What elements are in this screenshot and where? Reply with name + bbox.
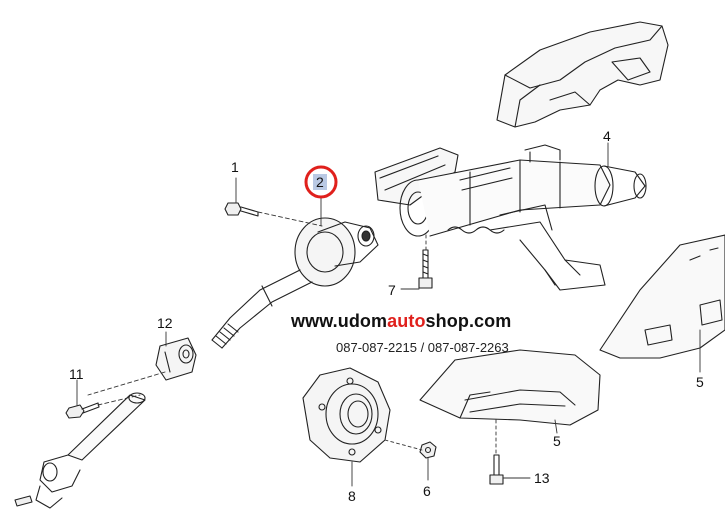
upper-shroud-part xyxy=(496,21,669,128)
bearing-mount-part-8 xyxy=(302,367,391,463)
screw-part-13 xyxy=(489,454,504,485)
intermediate-shaft-part-2 xyxy=(211,217,379,349)
bolt-part-7 xyxy=(418,249,433,289)
side-panel-part xyxy=(599,234,725,359)
label-part-12: 12 xyxy=(157,315,173,331)
label-part-2: 2 xyxy=(313,174,327,190)
label-part-13: 13 xyxy=(534,470,550,486)
label-part-5-right: 5 xyxy=(696,374,704,390)
label-part-11: 11 xyxy=(69,366,84,382)
website-suffix: shop.com xyxy=(425,311,512,331)
steering-column-part xyxy=(374,144,647,291)
highlight-circle xyxy=(304,165,338,199)
lower-shroud-part xyxy=(419,349,601,426)
bolt-part-11 xyxy=(65,402,100,419)
label-part-8: 8 xyxy=(348,488,356,504)
website-prefix: www.udom xyxy=(291,311,388,331)
website-watermark: www.udomautoshop.com xyxy=(291,311,511,332)
lower-shaft-part xyxy=(14,392,146,509)
leader-lines xyxy=(76,142,701,487)
bolt-part-1 xyxy=(224,202,259,217)
label-part-7: 7 xyxy=(388,282,396,298)
website-accent: auto xyxy=(387,311,426,331)
label-part-1: 1 xyxy=(231,159,239,175)
label-part-4: 4 xyxy=(603,128,611,144)
phone-numbers: 087-087-2215 / 087-087-2263 xyxy=(336,340,509,355)
label-part-6: 6 xyxy=(423,483,431,499)
clamp-part-12 xyxy=(155,337,197,381)
label-part-5-center: 5 xyxy=(553,433,561,449)
nut-part-6 xyxy=(419,441,437,459)
